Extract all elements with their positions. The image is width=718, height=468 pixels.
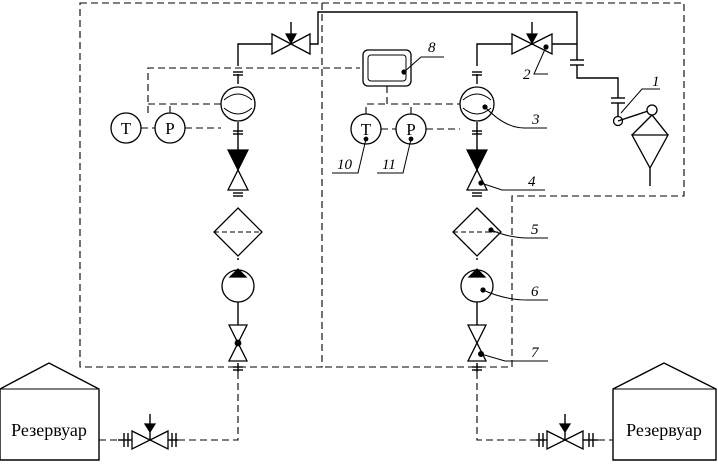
- left-press-label: P: [165, 119, 174, 138]
- left-temp-label: T: [121, 119, 132, 138]
- left-reservoir: Резервуар: [0, 362, 100, 461]
- left-enclosure: [79, 2, 323, 368]
- left-press-gauge: P: [154, 112, 186, 144]
- controller-8: [362, 49, 412, 87]
- left-signal-lines: [141, 67, 360, 129]
- right-pipeline: [452, 22, 577, 372]
- callout-7: 7: [531, 345, 540, 361]
- callout-11: 11: [382, 157, 396, 173]
- callouts: 1 2 3 4 5 6 7 8 10 11: [332, 40, 660, 362]
- left-pipeline: [213, 11, 578, 372]
- callout-8: 8: [428, 40, 436, 56]
- right-bottom-line: [476, 372, 613, 441]
- right-reservoir: Резервуар: [612, 362, 717, 461]
- callout-10: 10: [337, 157, 353, 173]
- right-press-label: P: [406, 120, 415, 139]
- left-reservoir-label: Резервуар: [11, 420, 87, 440]
- callout-6: 6: [531, 284, 539, 300]
- callout-2: 2: [523, 67, 531, 83]
- right-bottom-valve: [536, 414, 598, 451]
- right-reservoir-label: Резервуар: [626, 420, 702, 440]
- nozzle-assembly: [570, 44, 670, 186]
- left-temp-gauge: T: [110, 112, 142, 144]
- callout-4: 4: [528, 174, 536, 190]
- callout-3: 3: [531, 112, 540, 128]
- left-bottom-valve: [118, 414, 178, 451]
- right-temp-label: T: [361, 120, 372, 139]
- right-signal-lines: [365, 86, 460, 130]
- callout-1: 1: [652, 74, 660, 90]
- left-bottom-line: [99, 372, 239, 441]
- callout-5: 5: [531, 222, 539, 238]
